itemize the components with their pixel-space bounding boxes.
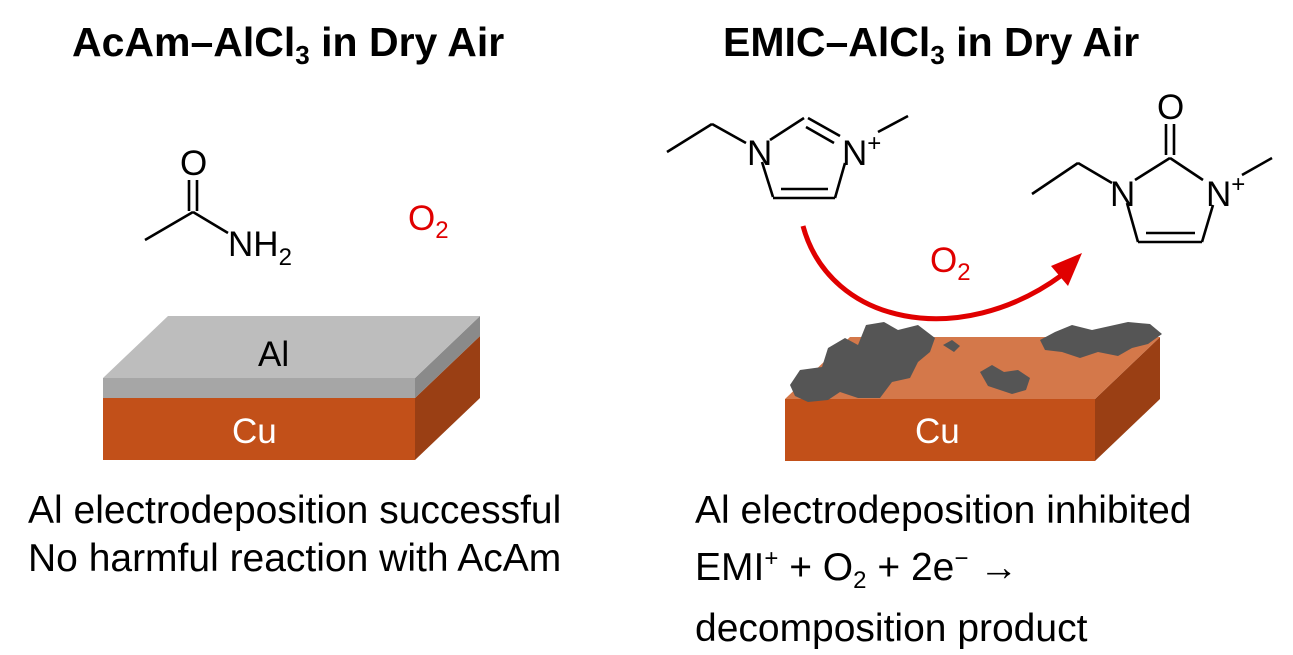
- product-n2-label: N+: [1206, 171, 1245, 214]
- al-side-face: [415, 316, 480, 398]
- emi-n1-label: N: [747, 134, 772, 173]
- decomposition-deposits: [790, 322, 1162, 402]
- right-caption-equation: EMI+ + O2 + 2e− →: [695, 545, 1019, 594]
- cu-block-front: [785, 399, 1095, 461]
- product-molecule: [1031, 124, 1273, 244]
- emi-n2-label: N+: [842, 130, 881, 173]
- left-oxygen-label: O2: [408, 199, 449, 244]
- product-n1-label: N: [1110, 175, 1135, 214]
- acetamide-molecule: [144, 180, 229, 242]
- al-layer-label: Al: [258, 335, 289, 374]
- reaction-arrow: [800, 225, 1082, 322]
- left-caption-line1: Al electrodeposition successful: [28, 489, 562, 532]
- product-oxygen-label: O: [1157, 88, 1184, 127]
- emi-cation-molecule: [666, 114, 909, 200]
- al-front-face: [103, 378, 415, 398]
- left-caption-line2: No harmful reaction with AcAm: [28, 537, 562, 580]
- cu-front-face: [103, 398, 415, 460]
- cu-block-side: [1095, 337, 1160, 461]
- right-caption-line1: Al electrodeposition inhibited: [695, 489, 1192, 532]
- al-cu-block: [103, 316, 480, 460]
- left-cu-layer-label: Cu: [232, 412, 277, 451]
- cu-side-face: [415, 336, 480, 460]
- right-caption-line3: decomposition product: [695, 607, 1088, 650]
- acetamide-oxygen-label: O: [180, 144, 207, 183]
- right-caption: Al electrodeposition inhibited EMI+ + O2…: [695, 487, 1192, 653]
- right-oxygen-label: O2: [930, 241, 971, 286]
- left-caption: Al electrodeposition successful No harmf…: [28, 487, 561, 583]
- right-cu-layer-label: Cu: [915, 412, 960, 451]
- right-panel-title: EMIC–AlCl3 in Dry Air: [723, 19, 1140, 70]
- left-panel-title: AcAm–AlCl3 in Dry Air: [72, 19, 505, 70]
- al-top-face: [103, 316, 480, 378]
- acetamide-nh-label: NH2: [228, 225, 292, 271]
